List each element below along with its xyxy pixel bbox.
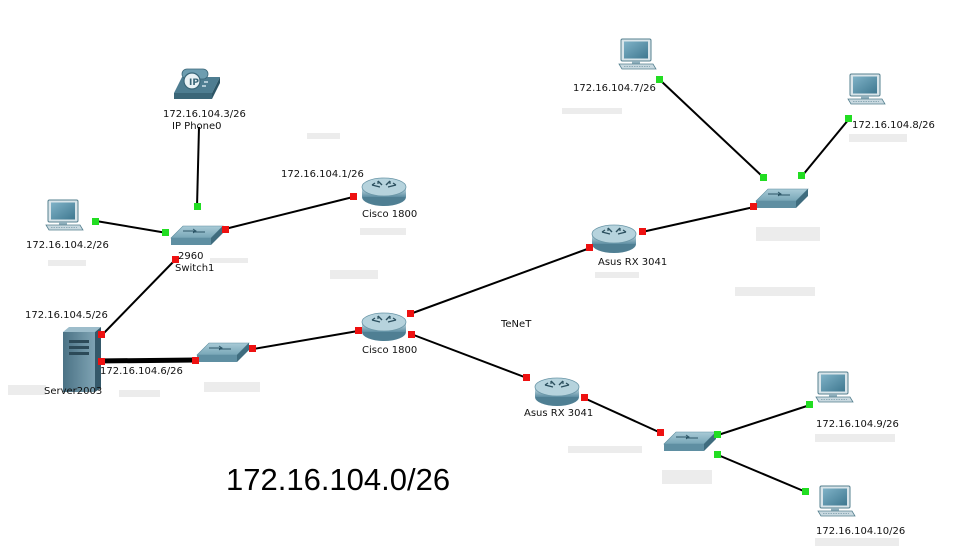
switch1-model-label: 2960 <box>178 251 203 262</box>
asus-top-name-label: Asus RX 3041 <box>598 257 667 268</box>
link-router-center-asus-top <box>409 247 591 315</box>
server-ip-label: 172.16.104.5/26 <box>25 310 108 321</box>
server-link-ip-label: 172.16.104.6/26 <box>100 366 183 377</box>
port-indicators <box>92 76 852 495</box>
port-light <box>714 451 721 458</box>
device-pc-10[interactable] <box>817 485 856 517</box>
port-light <box>408 331 415 338</box>
port-light <box>750 203 757 210</box>
port-light <box>192 357 199 364</box>
link-switch-br-pc9 <box>717 404 811 436</box>
labels: 172.16.104.3/26 IP Phone0 172.16.104.1/2… <box>25 83 935 537</box>
port-light <box>222 226 229 233</box>
port-light <box>760 174 767 181</box>
router-center-name-label: Cisco 1800 <box>362 345 417 356</box>
router-top-ip-label: 172.16.104.1/26 <box>281 169 364 180</box>
link-asus-top-switch-tr <box>641 206 755 233</box>
device-pc-left[interactable] <box>45 199 84 231</box>
network-address-title: 172.16.104.0/26 <box>226 462 450 497</box>
port-light <box>172 256 179 263</box>
link-switch-tr-pc7 <box>659 79 765 179</box>
link-router-center-asus-bottom <box>410 333 528 379</box>
link-switch1-server <box>101 258 177 336</box>
port-light <box>355 327 362 334</box>
server-name-label: Server2003 <box>44 386 102 397</box>
port-light <box>98 331 105 338</box>
port-light <box>249 345 256 352</box>
link-switch-br-pc10 <box>717 454 807 493</box>
port-light <box>806 401 813 408</box>
link-switch1-router-top <box>224 196 354 230</box>
device-switch-bottom-right[interactable] <box>663 431 717 452</box>
port-light <box>586 244 593 251</box>
port-light <box>656 76 663 83</box>
link-switch1-phone <box>196 126 200 208</box>
device-ip-phone[interactable]: IP <box>173 68 221 100</box>
port-light <box>162 229 169 236</box>
device-pc-8[interactable] <box>847 73 886 105</box>
port-light <box>92 218 99 225</box>
port-light <box>798 172 805 179</box>
port-light <box>802 488 809 495</box>
phone-ip-label: 172.16.104.3/26 <box>163 109 246 120</box>
device-pc-7[interactable] <box>618 38 657 70</box>
port-light <box>194 203 201 210</box>
link-switch-router-center <box>252 330 359 350</box>
link-switch1-pc <box>95 220 168 234</box>
pc-8-ip-label: 172.16.104.8/26 <box>852 120 935 131</box>
phone-name-label: IP Phone0 <box>172 121 222 132</box>
device-server[interactable] <box>63 327 101 392</box>
link-asus-bottom-switch-br <box>583 397 662 434</box>
pc-7-ip-label: 172.16.104.7/26 <box>573 83 656 94</box>
link-switch-tr-pc8 <box>801 118 850 177</box>
port-light <box>714 431 721 438</box>
network-name-label: TeNeT <box>500 319 532 330</box>
ip-logo-icon: IP <box>189 78 199 88</box>
router-top-name-label: Cisco 1800 <box>362 209 417 220</box>
background-smudges <box>8 108 907 546</box>
port-light <box>407 310 414 317</box>
link-server-switch <box>95 357 197 364</box>
asus-bottom-name-label: Asus RX 3041 <box>524 408 593 419</box>
port-light <box>657 429 664 436</box>
port-light <box>845 115 852 122</box>
port-light <box>350 193 357 200</box>
port-light <box>98 358 105 365</box>
device-router-top[interactable] <box>361 177 407 207</box>
pc-10-ip-label: 172.16.104.10/26 <box>816 526 905 537</box>
device-router-asus-top[interactable] <box>591 224 637 254</box>
device-switch-top-right[interactable] <box>755 188 809 209</box>
pc-9-ip-label: 172.16.104.9/26 <box>816 419 899 430</box>
links <box>95 79 850 493</box>
device-switch-lower-left[interactable] <box>196 342 250 363</box>
switch1-name-label: Switch1 <box>175 263 214 274</box>
pc-left-ip-label: 172.16.104.2/26 <box>26 240 109 251</box>
port-light <box>523 374 530 381</box>
device-router-asus-bottom[interactable] <box>534 377 580 407</box>
device-pc-9[interactable] <box>815 371 854 403</box>
device-switch1[interactable] <box>170 225 224 246</box>
device-router-center[interactable] <box>361 312 407 342</box>
port-light <box>639 228 646 235</box>
port-light <box>581 394 588 401</box>
